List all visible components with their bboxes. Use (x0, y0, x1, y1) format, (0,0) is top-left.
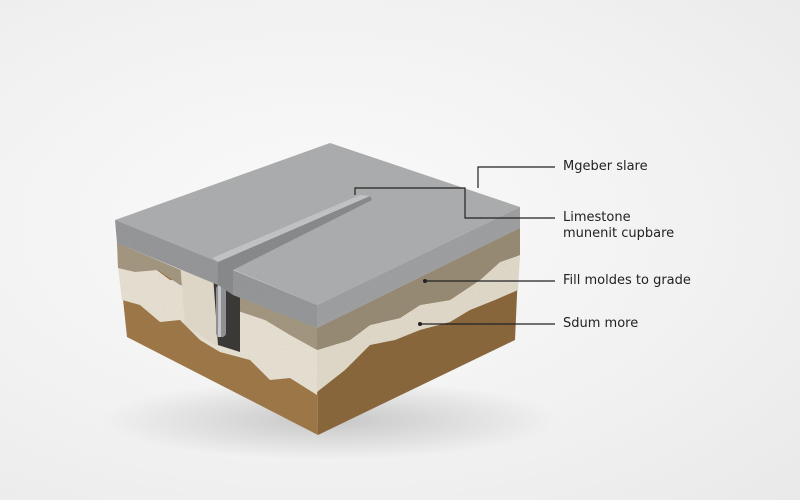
label-slab-text: Mgeber slare (563, 159, 648, 174)
label-subsoil-text: Sdum more (563, 316, 639, 331)
label-slab: Mgeber slare (563, 159, 648, 175)
leader-limestone (354, 187, 555, 219)
leader-slab (477, 166, 555, 188)
leader-dot-subsoil (418, 322, 422, 326)
gravel-layer-right (317, 228, 520, 350)
label-limestone-line2: munenit cupbare (563, 226, 675, 241)
concrete-slab (115, 143, 520, 328)
leader-lines (354, 166, 555, 325)
slab-right (317, 207, 520, 328)
label-fill-text: Fill moldes to grade (563, 273, 691, 288)
label-fill: Fill moldes to grade (563, 273, 691, 289)
label-limestone: Limestone munenit cupbare (563, 210, 674, 242)
label-subsoil: Sdum more (563, 316, 638, 332)
slab-front-left (115, 220, 218, 285)
slab-front-right (233, 270, 317, 328)
label-limestone-line1: Limestone (563, 210, 631, 225)
leader-dot-fill (423, 279, 427, 283)
slab-groove (218, 196, 372, 295)
